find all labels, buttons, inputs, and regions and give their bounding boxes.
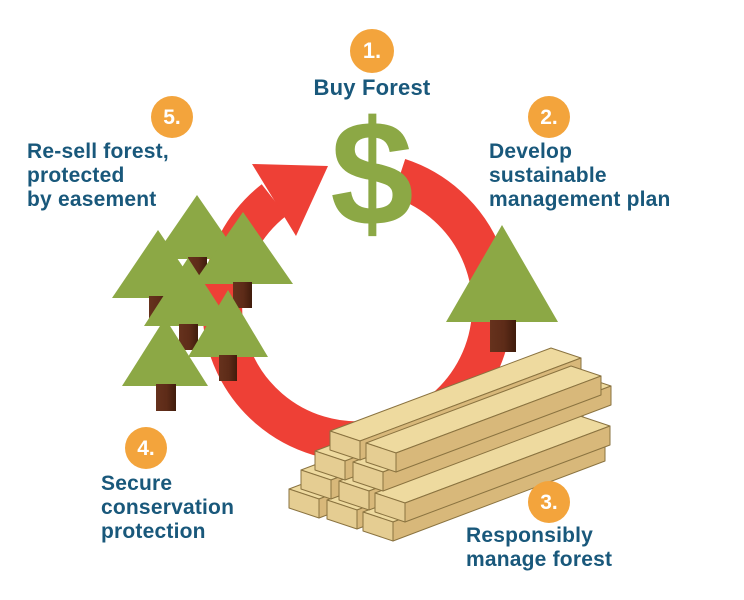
step-5-label: Re-sell forest, protected by easement <box>27 140 169 212</box>
pine-tree-icon <box>122 318 208 411</box>
pine-tree-cluster-icon <box>112 195 293 411</box>
step-4-line: Secure <box>101 472 173 495</box>
step-2-line: management plan <box>489 188 671 211</box>
step-1-label: Buy Forest <box>272 76 472 100</box>
step-4-badge: 4. <box>125 427 167 469</box>
lumber-stack-icon <box>288 347 612 542</box>
step-2-line: sustainable <box>489 164 607 187</box>
step-5-line: by easement <box>27 188 157 211</box>
step-5-line: Re-sell forest, <box>27 140 169 163</box>
pine-tree-icon <box>446 225 558 352</box>
step-3-label: Responsibly manage forest <box>466 524 612 572</box>
step-4-line: conservation <box>101 496 235 519</box>
step-2-label: Develop sustainable management plan <box>489 140 671 212</box>
step-1-badge: 1. <box>350 29 394 73</box>
step-5-badge: 5. <box>151 96 193 138</box>
step-3-badge: 3. <box>528 481 570 523</box>
step-2-badge: 2. <box>528 96 570 138</box>
step-2-line: Develop <box>489 140 573 163</box>
pine-tree-icon <box>188 290 268 381</box>
arrowhead-icon <box>252 164 328 236</box>
step-5-line: protected <box>27 164 125 187</box>
dollar-sign-icon: $ <box>330 89 413 257</box>
step-1-line: Buy Forest <box>313 75 431 100</box>
step-4-label: Secure conservation protection <box>101 472 234 544</box>
step-3-line: manage forest <box>466 548 613 571</box>
step-4-line: protection <box>101 520 206 543</box>
pine-tree-icon <box>193 212 293 308</box>
step-3-line: Responsibly <box>466 524 594 547</box>
pine-tree-icon <box>144 258 232 350</box>
